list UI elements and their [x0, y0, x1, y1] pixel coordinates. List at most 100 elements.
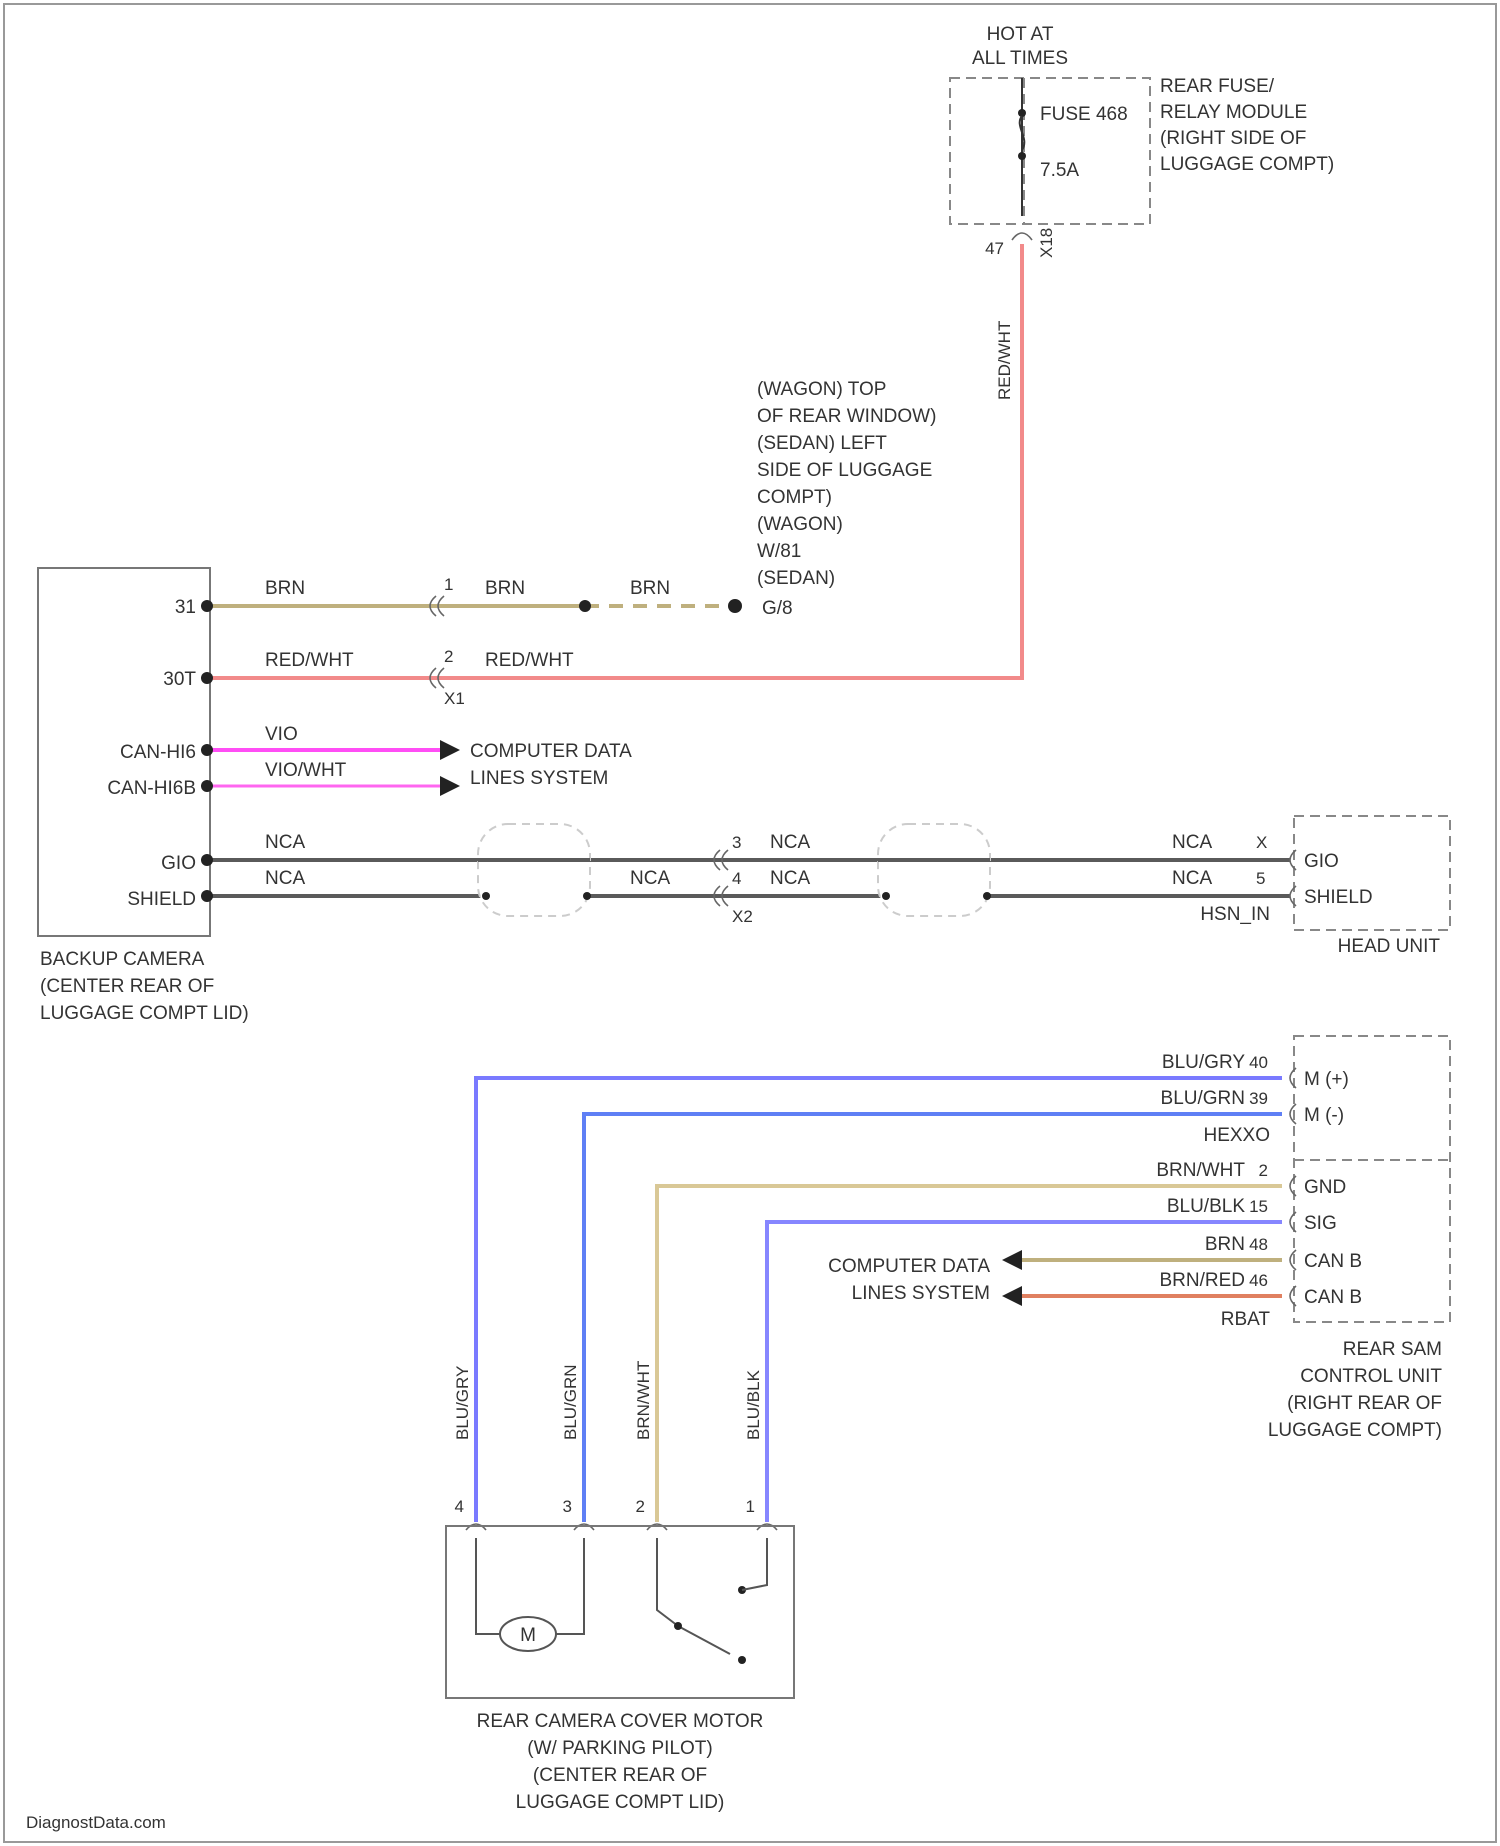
- x1-pin-2: 2: [444, 647, 453, 666]
- motor-caption-3: (CENTER REAR OF: [533, 1765, 707, 1786]
- head-unit-box: [1294, 816, 1450, 930]
- coax-shield-2: [878, 824, 990, 916]
- backup-camera-pin-can-hib: CAN-HI6B: [107, 778, 196, 799]
- wire-nca-label-1: NCA: [265, 832, 305, 853]
- hot-at-label: HOT AT: [987, 24, 1054, 45]
- sam-wire-color-label-2: BRN/WHT: [1156, 1160, 1245, 1181]
- ground-note-line-7: W/81: [757, 541, 801, 562]
- sam-pin-4: 48: [1249, 1235, 1268, 1254]
- motor-caption-1: REAR CAMERA COVER MOTOR: [477, 1711, 764, 1732]
- wire-red-wht-label-2: RED/WHT: [485, 650, 574, 671]
- motor-pin-3: 1: [746, 1497, 755, 1516]
- motor-wire-label-0: BLU/GRY: [453, 1366, 472, 1440]
- motor-wire-label-1: BLU/GRN: [561, 1364, 580, 1440]
- ground-note-line-6: (WAGON): [757, 514, 843, 535]
- fuse-connector-symbol: [1012, 233, 1032, 240]
- head-unit-term-shield: SHIELD: [1304, 887, 1373, 908]
- sam-pin-0: 40: [1249, 1053, 1268, 1072]
- sam-wire-2: [657, 1186, 1282, 1522]
- fuse-section: HOT AT ALL TIMES FUSE 468 7.5A REAR FUSE…: [950, 24, 1334, 258]
- backup-camera-pin-gio: GIO: [161, 853, 196, 874]
- motor-wire-label-3: BLU/BLK: [744, 1369, 763, 1440]
- vio-pin-dot: [201, 744, 213, 756]
- motor-symbol-label: M: [520, 1625, 536, 1646]
- wire-nca-label-6: NCA: [1172, 832, 1212, 853]
- coax-shield-1: [478, 824, 590, 916]
- motor-wire-label-2: BRN/WHT: [634, 1361, 653, 1440]
- module-line-4: LUGGAGE COMPT): [1160, 154, 1334, 175]
- sam-wire-color-label-3: BLU/BLK: [1167, 1196, 1245, 1217]
- vio-arrow: [440, 740, 460, 760]
- head-unit: X 5 GIO SHIELD HSN_IN HEAD UNIT: [1200, 816, 1450, 957]
- wire-vio-label: VIO: [265, 724, 298, 745]
- rear-sam-caption-3: (RIGHT REAR OF: [1287, 1393, 1442, 1414]
- motor-pin-1: 3: [563, 1497, 572, 1516]
- x2-pin-2: 4: [732, 869, 741, 888]
- rear-sam-caption-2: CONTROL UNIT: [1300, 1366, 1442, 1387]
- sam-wire-color-label-1: BLU/GRN: [1161, 1088, 1245, 1109]
- wire-nca-label-3: NCA: [630, 868, 670, 889]
- motor-pin-0: 4: [455, 1497, 464, 1516]
- ground-note: (WAGON) TOP OF REAR WINDOW) (SEDAN) LEFT…: [757, 379, 936, 619]
- motor-caption-2: (W/ PARKING PILOT): [527, 1738, 712, 1759]
- head-unit-pin-x: X: [1256, 833, 1267, 852]
- rear-camera-cover-motor: M REAR CAMERA COVER MOTOR (W/ PARKING PI…: [446, 1526, 794, 1813]
- wire-brn-label-3: BRN: [630, 578, 670, 599]
- connector-x1: 1 2 X1: [430, 575, 465, 708]
- wire-red-wht-vertical-label: RED/WHT: [995, 321, 1014, 400]
- x1-label: X1: [444, 689, 465, 708]
- ground-note-line-8: (SEDAN): [757, 568, 835, 589]
- sam-term-5: CAN B: [1304, 1287, 1362, 1308]
- x1-pin-1: 1: [444, 575, 453, 594]
- module-line-1: REAR FUSE/: [1160, 76, 1275, 97]
- fuse-connector-x18: X18: [1037, 228, 1056, 258]
- sam-wire-color-label-4: BRN: [1205, 1234, 1245, 1255]
- rear-sam-sub-top: HEXXO: [1203, 1125, 1270, 1146]
- sam-arrow-4: [1002, 1250, 1022, 1270]
- lower-data-lines-2: LINES SYSTEM: [852, 1283, 990, 1304]
- backup-camera-pin-can-hi: CAN-HI6: [120, 742, 196, 763]
- fuse-top-dot: [1018, 109, 1026, 117]
- lower-data-lines-1: COMPUTER DATA: [828, 1256, 990, 1277]
- ground-note-line-3: (SEDAN) LEFT: [757, 433, 887, 454]
- motor-box: [446, 1526, 794, 1698]
- brn-pin-dot: [201, 600, 213, 612]
- upper-data-lines-2: LINES SYSTEM: [470, 768, 608, 789]
- sam-term-3: SIG: [1304, 1213, 1337, 1234]
- rear-sam-caption-4: LUGGAGE COMPT): [1268, 1420, 1442, 1441]
- viowht-pin-dot: [201, 780, 213, 792]
- wire-nca-label-5: NCA: [770, 868, 810, 889]
- fuse-name: FUSE 468: [1040, 104, 1128, 125]
- module-line-3: (RIGHT SIDE OF: [1160, 128, 1306, 149]
- footer-watermark: DiagnostData.com: [26, 1813, 166, 1832]
- backup-camera-pin-31: 31: [175, 597, 196, 618]
- sam-pin-3: 15: [1249, 1197, 1268, 1216]
- sam-pin-1: 39: [1249, 1089, 1268, 1108]
- x2-pin-1: 3: [732, 833, 741, 852]
- sam-term-0: M (+): [1304, 1069, 1349, 1090]
- sam-arrow-5: [1002, 1286, 1022, 1306]
- redwht-pin-dot: [201, 672, 213, 684]
- ground-note-line-4: SIDE OF LUGGAGE: [757, 460, 932, 481]
- switch-lead-right: [742, 1538, 767, 1590]
- ground-note-line-9: G/8: [762, 598, 793, 619]
- head-unit-caption: HEAD UNIT: [1338, 936, 1441, 957]
- wire-nca-label-7: NCA: [1172, 868, 1212, 889]
- rear-sam-caption-1: REAR SAM: [1343, 1339, 1442, 1360]
- motor-lead-left: [476, 1538, 508, 1634]
- nca-gio-pin-dot: [201, 854, 213, 866]
- viowht-arrow: [440, 776, 460, 796]
- nca-shield-pin-dot: [201, 890, 213, 902]
- fuse-pin-47: 47: [985, 239, 1004, 258]
- head-unit-sub: HSN_IN: [1200, 904, 1270, 925]
- sam-pin-5: 46: [1249, 1271, 1268, 1290]
- wire-brn-label-2: BRN: [485, 578, 525, 599]
- x2-label: X2: [732, 907, 753, 926]
- all-times-label: ALL TIMES: [972, 48, 1068, 69]
- wire-nca-label-4: NCA: [770, 832, 810, 853]
- module-line-2: RELAY MODULE: [1160, 102, 1307, 123]
- backup-camera-pin-30t: 30T: [163, 669, 196, 690]
- fuse-rating: 7.5A: [1040, 160, 1079, 181]
- backup-camera-pin-shield: SHIELD: [127, 889, 196, 910]
- fuse-bottom-dot: [1018, 152, 1026, 160]
